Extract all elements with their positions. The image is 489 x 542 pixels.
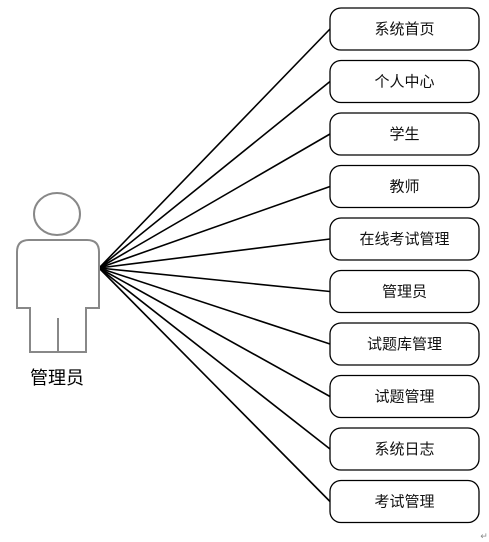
use-case-box: 系统日志 xyxy=(329,427,480,471)
use-case-box-outline xyxy=(329,164,480,209)
use-case-box-outline xyxy=(329,112,480,156)
use-case-label: 管理员 xyxy=(382,283,427,301)
use-case-box-outline xyxy=(329,217,480,261)
use-case-box: 试题库管理 xyxy=(329,322,480,366)
use-case-label: 考试管理 xyxy=(374,493,434,511)
use-case-label: 试题库管理 xyxy=(367,335,442,353)
connector-line xyxy=(98,267,331,450)
use-case-box: 系统首页 xyxy=(329,7,480,51)
use-case-label: 教师 xyxy=(389,178,419,196)
connector-line xyxy=(98,267,331,398)
use-case-label: 个人中心 xyxy=(374,73,434,91)
connector-lines xyxy=(98,28,331,503)
actor-label: 管理员 xyxy=(30,368,84,389)
use-case-box-outline xyxy=(329,479,480,524)
connector-line xyxy=(98,133,331,269)
use-case-box-outline xyxy=(329,269,480,314)
use-case-box: 学生 xyxy=(329,112,480,156)
use-case-label: 试题管理 xyxy=(374,388,434,406)
use-case-box: 考试管理 xyxy=(329,479,480,524)
use-case-label: 在线考试管理 xyxy=(359,230,449,248)
use-case-label: 系统首页 xyxy=(374,20,434,38)
use-case-box: 管理员 xyxy=(329,269,480,314)
use-case-box: 试题管理 xyxy=(329,374,480,419)
use-case-box-outline xyxy=(329,59,480,104)
use-case-box: 教师 xyxy=(329,164,480,209)
connector-line xyxy=(98,267,331,503)
use-case-box-outline xyxy=(329,7,480,51)
use-case-box: 在线考试管理 xyxy=(329,217,480,261)
connector-line xyxy=(98,80,331,269)
connector-line xyxy=(98,267,331,345)
use-case-label: 学生 xyxy=(389,125,419,143)
use-case-label: 系统日志 xyxy=(374,440,434,458)
use-case-box: 个人中心 xyxy=(329,59,480,104)
use-case-box-outline xyxy=(329,322,480,366)
paragraph-mark: ↵ xyxy=(480,532,488,542)
use-case-box-outline xyxy=(329,427,480,471)
person-outline-icon xyxy=(16,192,100,353)
connector-line xyxy=(98,185,331,269)
connector-line xyxy=(98,238,331,269)
use-case-box-outline xyxy=(329,374,480,419)
actor: 管理员 xyxy=(16,192,100,389)
connector-line xyxy=(98,267,331,293)
connector-line xyxy=(98,28,331,269)
